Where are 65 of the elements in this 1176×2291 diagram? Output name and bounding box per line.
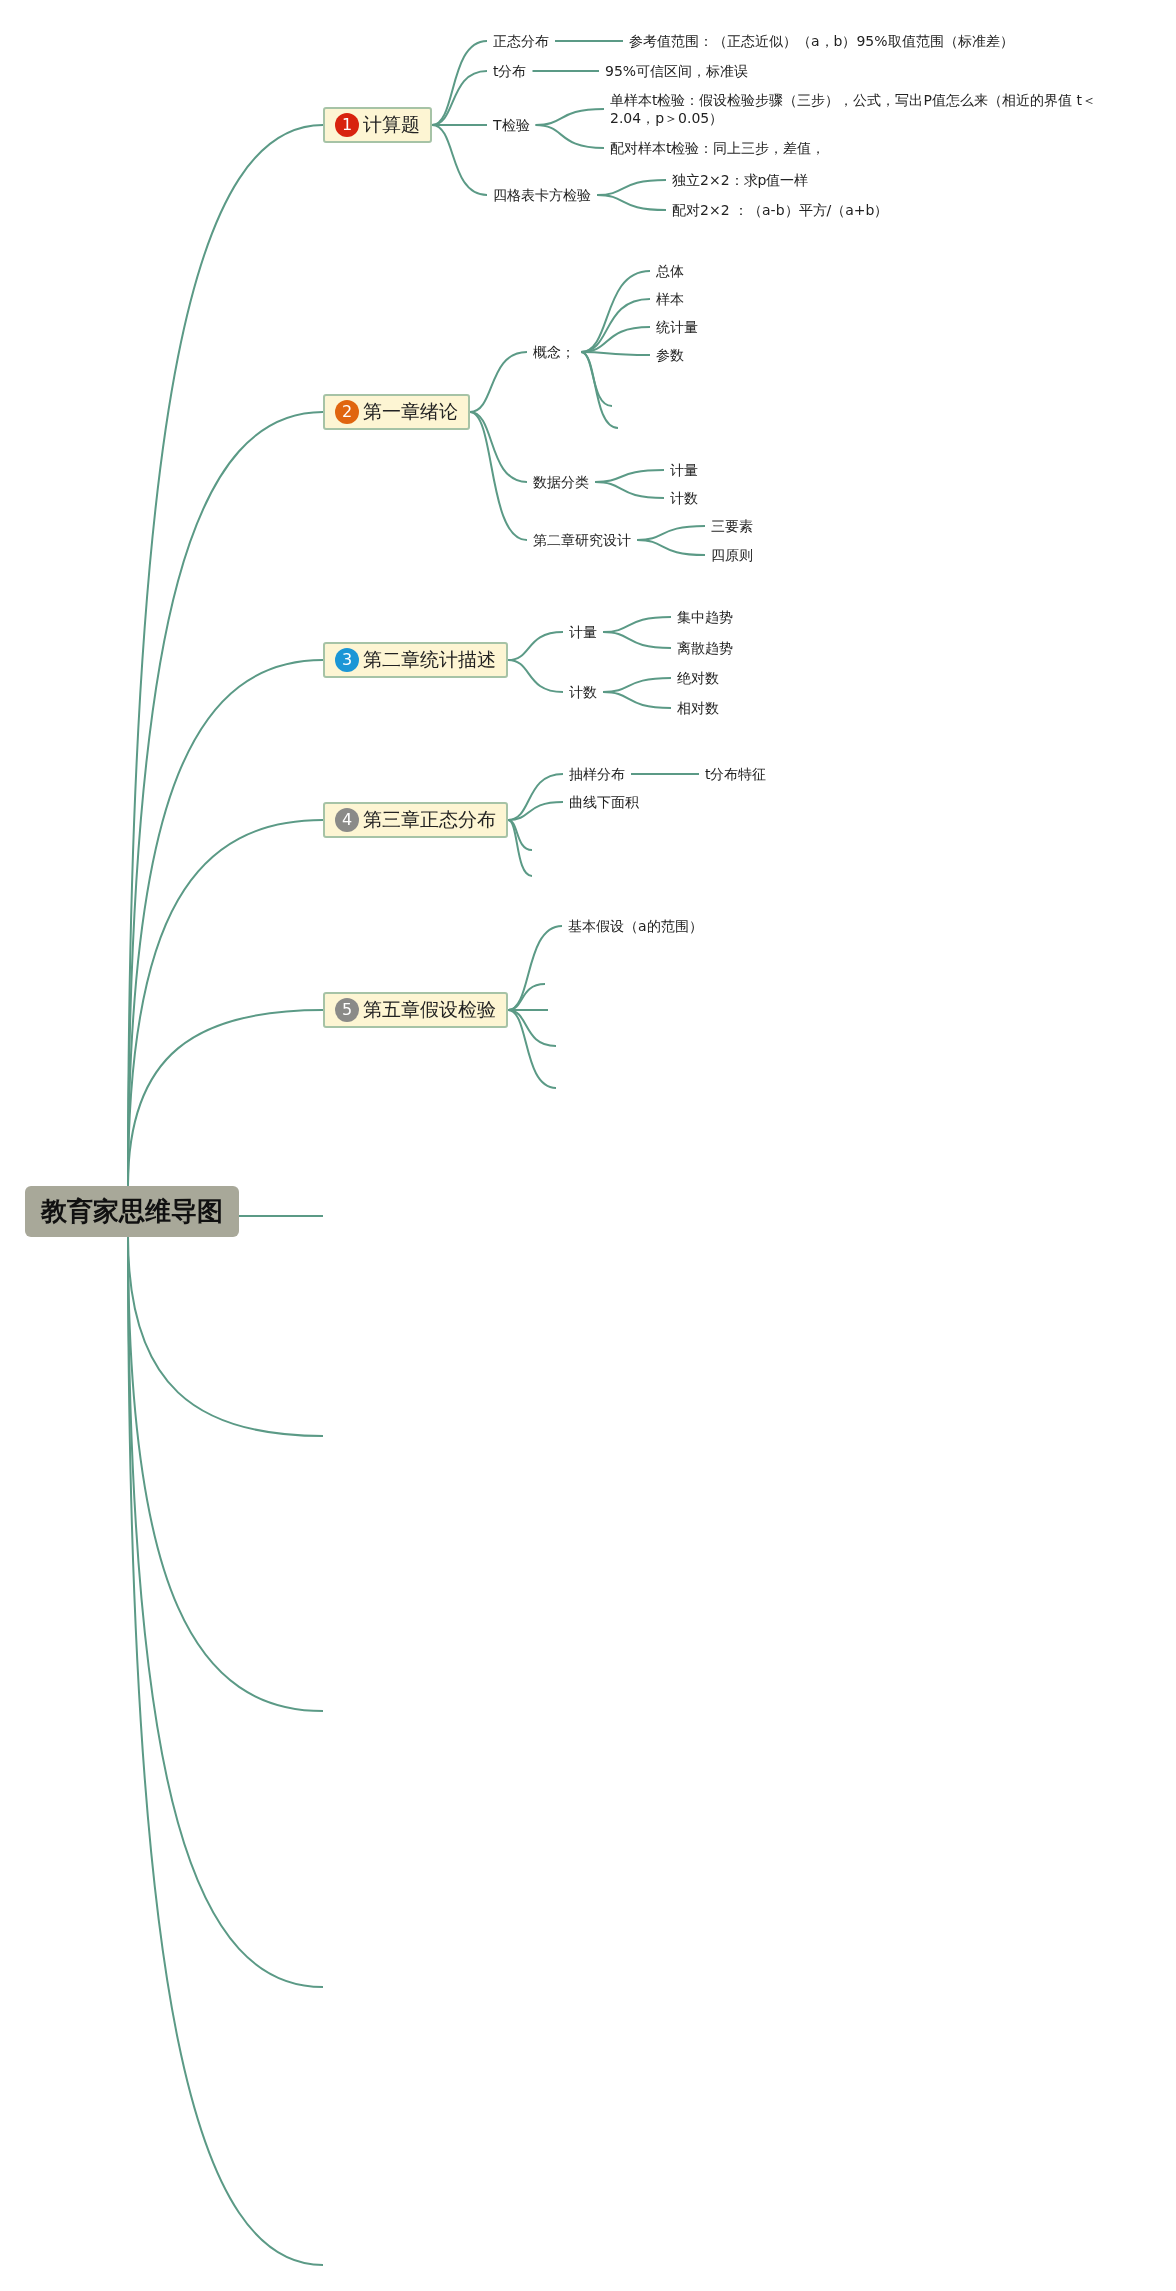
topic-box [323,642,508,678]
topic-box [323,992,508,1028]
branch-line [596,194,667,211]
topic-title: 第五章假设检验 [363,997,496,1022]
subtopic-text: 第二章研究设计 [527,531,637,549]
subtopic-text: 集中趋势 [671,608,739,626]
branch-line [431,124,488,196]
subtopic-text: t分布 [487,62,533,80]
subtopic-text: 配对2×2 ：（a-b）平方/（a+b） [666,201,895,219]
subtopic-text: 计量 [664,461,704,479]
subtopic-text: 曲线下面积 [563,793,645,811]
subtopic-text: 数据分类 [527,473,595,491]
subtopic-text: 统计量 [650,318,704,336]
branch-line [594,481,665,499]
topic-box [323,107,432,143]
subtopic-text: 三要素 [705,517,759,535]
subtopic-text: 计数 [664,489,704,507]
branch-line [507,1009,557,1089]
topic-title: 第一章绪论 [363,399,458,424]
branch-line [507,659,564,693]
branch-line [602,631,672,649]
subtopic-text: 抽样分布 [563,765,631,783]
branch-line [238,1215,324,1217]
topic-title: 计算题 [363,112,420,137]
branch-line [507,801,564,821]
subtopic-text: 95%可信区间，标准误 [599,62,755,80]
subtopic-text: 独立2×2：求p值一样 [666,171,815,189]
branch-line [630,773,700,775]
subtopic-text: 概念； [527,343,581,361]
subtopic-text: 四格表卡方检验 [487,186,597,204]
branch-line [636,539,706,556]
subtopic-text: 基本假设（a的范围） [562,917,709,935]
subtopic-text: 正态分布 [487,32,555,50]
number-badge: 5 [335,998,359,1022]
topic-title: 第三章正态分布 [363,807,496,832]
subtopic-text: 参考值范围：（正态近似）（a，b）95%取值范围（标准差） [623,32,1020,50]
number-badge: 4 [335,808,359,832]
subtopic-text: 样本 [650,290,690,308]
branch-line [507,819,533,877]
subtopic-text: 计数 [563,683,603,701]
branch-line [469,411,528,541]
branch-line [580,351,619,429]
subtopic-text: 离散趋势 [671,639,739,657]
branch-line [531,70,600,72]
number-badge: 3 [335,648,359,672]
root-topic-box: 教育家思维导图 [25,1185,239,1237]
subtopic-text: T检验 [487,116,536,134]
branch-line [602,691,672,709]
branch-line [534,124,605,149]
subtopic-text: 总体 [650,262,690,280]
subtopic-text: 配对样本t检验：同上三步，差值， [604,139,832,157]
number-badge: 1 [335,113,359,137]
subtopic-text: 相对数 [671,699,725,717]
subtopic-text: 计量 [563,623,603,641]
subtopic-text: t分布特征 [699,765,773,783]
branch-line [507,925,563,1011]
number-badge: 2 [335,400,359,424]
subtopic-text: 单样本t检验：假设检验步骤（三步），公式，写出P值怎么来（相近的界值 t＜2.04，p＞0.05） [604,91,1104,127]
topic-box [323,394,470,430]
branch-line [554,40,624,42]
subtopic-text: 参数 [650,346,690,364]
topic-box [323,802,508,838]
subtopic-text: 四原则 [705,546,759,564]
subtopic-text: 绝对数 [671,669,725,687]
topic-title: 第二章统计描述 [363,647,496,672]
